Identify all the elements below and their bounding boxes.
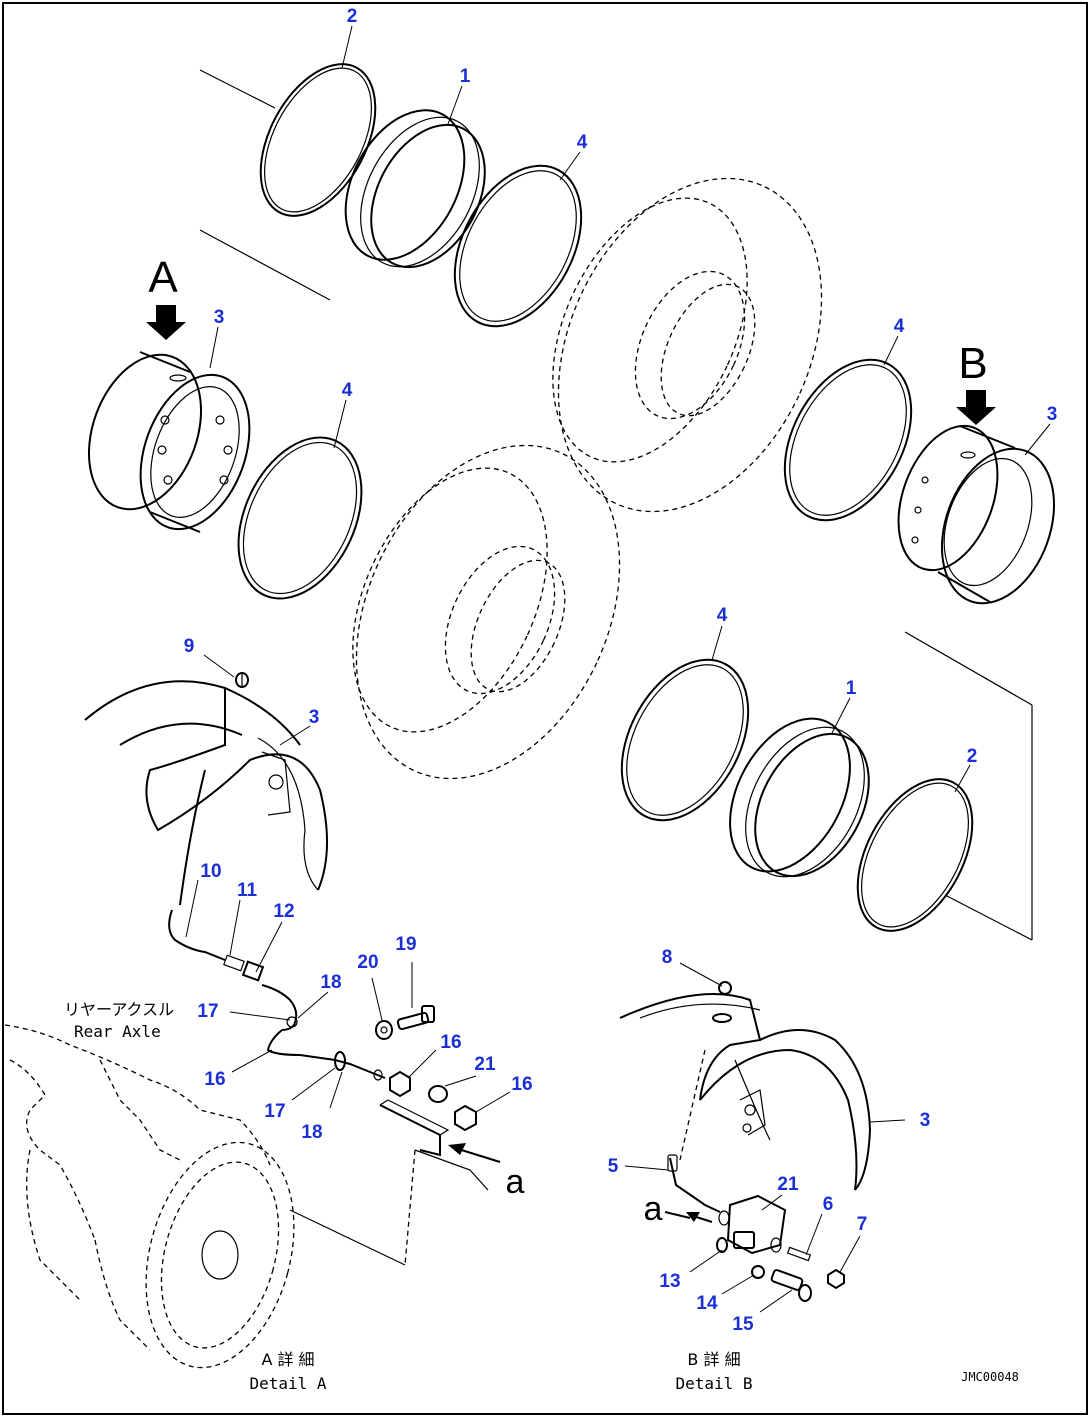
- callout-2-lower: 2: [967, 746, 978, 767]
- leader-lines: [185, 25, 1051, 1313]
- o-ring-top: [453, 164, 583, 328]
- callout-18-b: 18: [301, 1122, 322, 1143]
- view-label-a: A: [148, 253, 178, 302]
- callout-12: 12: [273, 901, 294, 922]
- tire-upper: [552, 177, 823, 513]
- callout-18-a: 18: [320, 972, 341, 993]
- callout-11: 11: [237, 880, 258, 901]
- rear-axle-sketch: [4, 1024, 406, 1369]
- callout-16-c: 16: [511, 1074, 532, 1095]
- callout-3-detail-b: 3: [920, 1110, 931, 1131]
- callout-14: 14: [696, 1293, 718, 1314]
- detail-b-fittings: [667, 1154, 845, 1302]
- view-arrow-b: [956, 390, 996, 425]
- connection-arrow-a1: [448, 1143, 501, 1163]
- callout-9: 9: [184, 636, 195, 657]
- detail-a-label-jp: A 詳 細: [261, 1350, 314, 1369]
- drawing-code: JMC00048: [961, 1370, 1019, 1384]
- side-flange-top: [344, 109, 486, 269]
- callout-4-lower: 4: [717, 605, 728, 626]
- rim-right: [897, 424, 1056, 605]
- callout-4-top: 4: [577, 132, 588, 153]
- callout-17-a: 17: [197, 1001, 218, 1022]
- detail-a-label-en: Detail A: [249, 1374, 326, 1393]
- callout-13: 13: [659, 1271, 680, 1292]
- o-ring-lower: [620, 658, 750, 822]
- o-ring-left: [237, 436, 363, 600]
- o-ring-right: [783, 358, 913, 522]
- view-arrow-a: [146, 305, 186, 340]
- callout-1-lower: 1: [846, 678, 857, 699]
- callout-6: 6: [823, 1194, 834, 1215]
- detail-b-rim-section: [619, 981, 872, 1191]
- callout-7: 7: [857, 1214, 868, 1235]
- callout-16-a: 16: [204, 1069, 225, 1090]
- callout-1-top: 1: [460, 66, 471, 87]
- lock-ring-top: [259, 63, 377, 217]
- lock-ring-lower: [856, 778, 974, 932]
- callout-8: 8: [662, 947, 673, 968]
- connection-arrow-a2: [664, 1211, 691, 1219]
- callout-21-a: 21: [474, 1054, 496, 1075]
- callout-5: 5: [608, 1156, 619, 1177]
- rear-axle-label-jp: リヤーアクスル: [64, 1000, 174, 1019]
- axis-guide-lines: [199, 69, 1033, 941]
- callout-17-b: 17: [264, 1101, 285, 1122]
- detail-a-air-tube: [168, 769, 386, 1081]
- callout-4-left: 4: [342, 380, 353, 401]
- callout-10: 10: [200, 861, 221, 882]
- connection-label-a-1: a: [506, 1163, 525, 1201]
- connection-label-a-2: a: [644, 1190, 663, 1228]
- tire-lower: [352, 444, 621, 780]
- callout-4-right: 4: [894, 316, 905, 337]
- callout-19: 19: [395, 934, 416, 955]
- callout-15: 15: [732, 1314, 754, 1335]
- callout-20: 20: [357, 952, 378, 973]
- rim-left: [87, 351, 251, 533]
- detail-b-label-jp: B 詳 細: [687, 1350, 740, 1369]
- detail-a-fittings: [375, 1005, 489, 1266]
- callout-21-b: 21: [777, 1174, 799, 1195]
- callout-3-left-rim: 3: [214, 307, 225, 328]
- callout-16-b: 16: [440, 1032, 461, 1053]
- detail-a-rim-section: [84, 672, 329, 891]
- view-label-b: B: [958, 339, 987, 388]
- side-flange-lower: [729, 717, 870, 878]
- rear-axle-label-en: Rear Axle: [74, 1022, 161, 1041]
- callout-2-top: 2: [347, 6, 358, 27]
- detail-b-label-en: Detail B: [675, 1374, 752, 1393]
- callout-3-detail-a: 3: [309, 707, 320, 728]
- callout-numbers: 2 1 4 3 4 4 3 4 1 2 9 3 10 11 12 17 18 2…: [184, 6, 1058, 1335]
- callout-3-right-rim: 3: [1047, 404, 1058, 425]
